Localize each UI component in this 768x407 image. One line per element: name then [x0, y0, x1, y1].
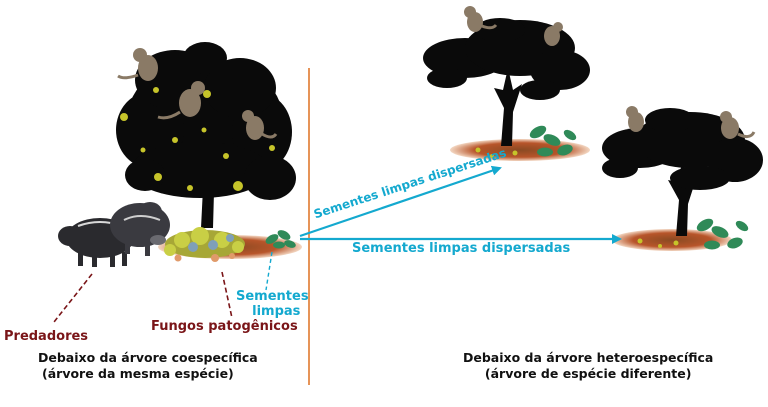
peccary-icon — [110, 202, 170, 256]
monkey-icon — [157, 81, 205, 120]
monkey-icon — [464, 6, 498, 32]
right-caption-line-1: Debaixo da árvore heteroespecífica — [463, 350, 714, 365]
left-caption: Debaixo da árvore coespecífica (árvore d… — [38, 350, 258, 382]
right-caption: Debaixo da árvore heteroespecífica (árvo… — [463, 350, 713, 382]
left-caption-line-1: Debaixo da árvore coespecífica — [38, 350, 258, 365]
monkey-icon — [544, 22, 563, 46]
fungus-icon — [164, 227, 245, 262]
right-caption-line-2: (árvore de espécie diferente) — [484, 366, 692, 381]
monkey-icon — [626, 106, 644, 132]
seedling-icon — [529, 125, 577, 157]
right-top-tree-icon — [423, 6, 590, 161]
sementes-limpas-label: Sementes limpas — [236, 289, 309, 319]
monkey-icon — [242, 110, 278, 140]
left-tree-icon — [116, 42, 302, 259]
dispersal-arrow-upper — [299, 165, 502, 238]
sementes-limpas-line-2: limpas — [252, 304, 301, 319]
seedling-icon — [265, 230, 296, 249]
monkey-icon — [720, 111, 756, 139]
fungos-label: Fungos patogênicos — [151, 319, 298, 334]
sementes-leader-line — [265, 251, 273, 291]
sementes-limpas-line-1: Sementes — [236, 289, 309, 304]
right-bottom-tree-icon — [602, 106, 763, 251]
predadores-leader-line — [53, 273, 93, 323]
predadores-label: Predadores — [4, 329, 89, 344]
fungos-leader-line — [221, 271, 233, 319]
right-bottom-soil-patch — [612, 229, 732, 251]
left-caption-line-2: (árvore da mesma espécie) — [42, 366, 234, 381]
monkey-icon — [117, 48, 158, 81]
dispersadas-lower-label: Sementes limpas dispersadas — [352, 241, 571, 256]
seedling-icon — [696, 218, 749, 250]
